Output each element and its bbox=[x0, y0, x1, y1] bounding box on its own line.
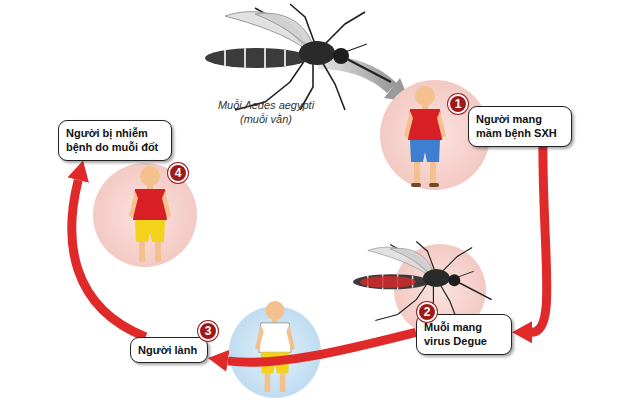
step-box: Người lành bbox=[130, 337, 208, 363]
person-disc bbox=[229, 306, 321, 398]
step-text: Người mang mầm bệnh SXH bbox=[476, 112, 564, 141]
step-text: Muỗi mang virus Degue bbox=[424, 320, 504, 349]
person-figure bbox=[404, 86, 446, 187]
person-disc bbox=[93, 163, 197, 267]
step-box: Người mang mầm bệnh SXH bbox=[468, 106, 572, 147]
step-text: Người lành bbox=[138, 343, 200, 357]
mosquito-figure bbox=[205, 4, 391, 110]
callout-number: 3 bbox=[198, 321, 218, 341]
callout-number: 2 bbox=[417, 302, 437, 322]
cycle-arrow bbox=[532, 147, 547, 333]
cycle-arrow bbox=[72, 180, 146, 337]
species-caption: Muỗi Aedes aegypti (muỗi vằn) bbox=[208, 98, 324, 127]
step-box: Người bị nhiễm bệnh do muỗi đốt bbox=[58, 120, 172, 161]
person-figure bbox=[255, 301, 295, 392]
callout-number: 4 bbox=[168, 163, 188, 183]
callout-number: 1 bbox=[448, 94, 468, 114]
step-text: Người bị nhiễm bệnh do muỗi đốt bbox=[66, 126, 164, 155]
cycle-arrow bbox=[228, 332, 416, 362]
person-figure bbox=[129, 166, 171, 262]
